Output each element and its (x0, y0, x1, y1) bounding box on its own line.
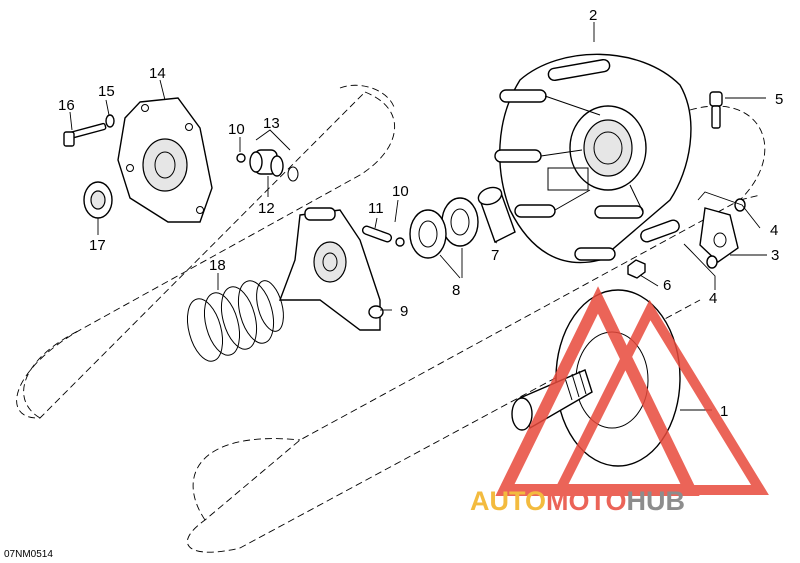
part-12-13-rollers (249, 149, 299, 182)
callout-17: 17 (89, 237, 106, 254)
callout-2: 2 (589, 7, 597, 24)
part-3-cam-arm (699, 207, 739, 263)
part-10-washers (236, 153, 405, 247)
callout-16: 16 (58, 97, 75, 114)
watermark-text-moto: MOTO (546, 486, 627, 516)
callout-18: 18 (209, 257, 226, 274)
part-4-washers (706, 198, 746, 269)
watermark-triangle-inner (551, 299, 769, 495)
callout-9: 9 (400, 303, 408, 320)
watermark-text-hub: HUB (627, 486, 686, 516)
part-7-sleeve (477, 186, 516, 243)
callout-7: 7 (491, 247, 499, 264)
callout-14: 14 (149, 65, 166, 82)
part-14-cover (117, 97, 213, 223)
callout-8: 8 (452, 282, 460, 299)
callout-6: 6 (663, 277, 671, 294)
callout-15: 15 (98, 83, 115, 100)
part-15-washer (105, 114, 115, 128)
callout-1: 1 (720, 403, 728, 420)
callout-4-lower: 4 (709, 290, 717, 307)
part-16-bolt (63, 122, 107, 147)
callout-12: 12 (258, 200, 275, 217)
callout-10-right: 10 (392, 183, 409, 200)
callout-3: 3 (771, 247, 779, 264)
leader-lines (69, 22, 767, 411)
callouts: 2 5 4 3 4 6 7 8 9 10 11 10 12 13 14 15 1… (58, 7, 783, 420)
part-8-washers (409, 197, 479, 259)
part-2-housing (494, 53, 692, 264)
callout-10-left: 10 (228, 121, 245, 138)
part-9-bracket (278, 207, 384, 331)
watermark-logo: AUTOMOTOHUB (470, 286, 769, 516)
watermark-text-auto: AUTO (470, 486, 546, 516)
callout-13: 13 (263, 115, 280, 132)
callout-11: 11 (368, 200, 384, 217)
part-17-bushing (83, 181, 113, 219)
part-6-nut (627, 259, 646, 279)
svg-text:AUTOMOTOHUB: AUTOMOTOHUB (470, 486, 685, 516)
callout-4-upper: 4 (770, 222, 778, 239)
part-5-screw (709, 91, 723, 129)
part-18-spring (186, 280, 284, 362)
callout-5: 5 (775, 91, 783, 108)
part-11-pin (361, 225, 393, 243)
drawing-code: 07NM0514 (4, 549, 53, 560)
